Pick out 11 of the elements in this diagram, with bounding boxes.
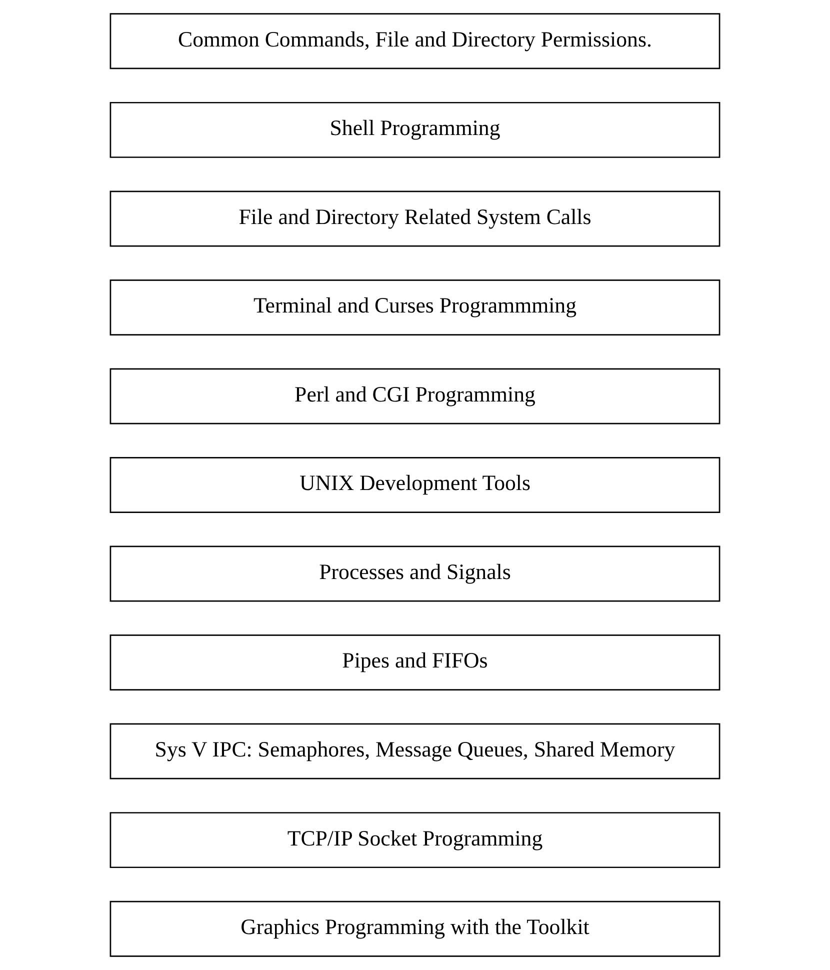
- node-box: Perl and CGI Programming: [110, 368, 720, 424]
- node-box: TCP/IP Socket Programming: [110, 812, 720, 868]
- node-box: Sys V IPC: Semaphores, Message Queues, Shared Memory: [110, 723, 720, 780]
- node-box: Shell Programming: [110, 102, 720, 158]
- node-box: UNIX Development Tools: [110, 457, 720, 513]
- node-box: Common Commands, File and Directory Permissions.: [110, 13, 720, 70]
- node-box: Pipes and FIFOs: [110, 634, 720, 691]
- node-box: Terminal and Curses Programmming: [110, 279, 720, 336]
- node-box: File and Directory Related System Calls: [110, 190, 720, 247]
- node-box: Graphics Programming with the Toolkit: [110, 900, 720, 957]
- node-box: Processes and Signals: [110, 546, 720, 602]
